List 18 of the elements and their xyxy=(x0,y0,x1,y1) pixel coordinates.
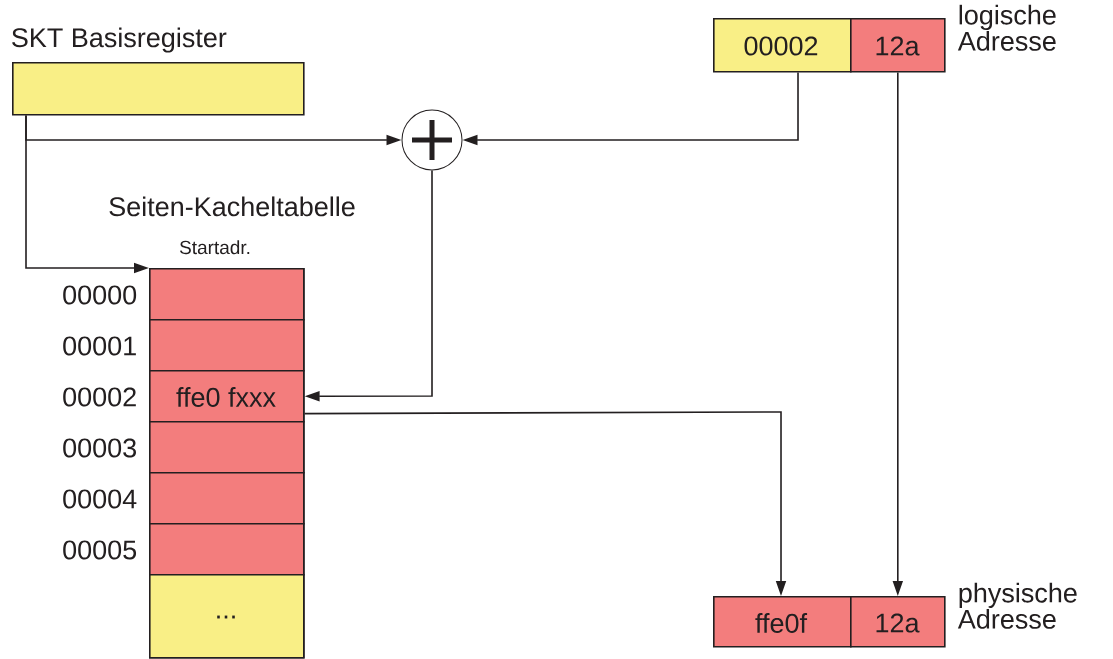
address-caption: physische Adresse xyxy=(957,582,1077,629)
row-index: 00004 xyxy=(63,489,137,509)
address-cell: 12a xyxy=(850,596,946,648)
row-index: 00000 xyxy=(63,285,137,305)
row-index: 00001 xyxy=(63,336,136,356)
register-heading: SKT Basisregister xyxy=(12,27,227,53)
row-index: 00005 xyxy=(63,540,137,560)
table-row: ffe0 fxxx xyxy=(149,370,305,423)
address-cell: 12a xyxy=(850,18,946,73)
table-title: Seiten-Kacheltabelle xyxy=(109,196,355,217)
address-cell: ffe0f xyxy=(713,596,852,648)
address-caption: logische Adresse xyxy=(957,4,1056,51)
address-cell: 00002 xyxy=(713,18,852,73)
column-header: Startadr. xyxy=(179,240,250,255)
row-index: 00002 xyxy=(63,387,136,407)
row-index: 00003 xyxy=(63,438,136,458)
table-row: ... xyxy=(149,574,305,659)
adder-circle xyxy=(401,109,463,171)
